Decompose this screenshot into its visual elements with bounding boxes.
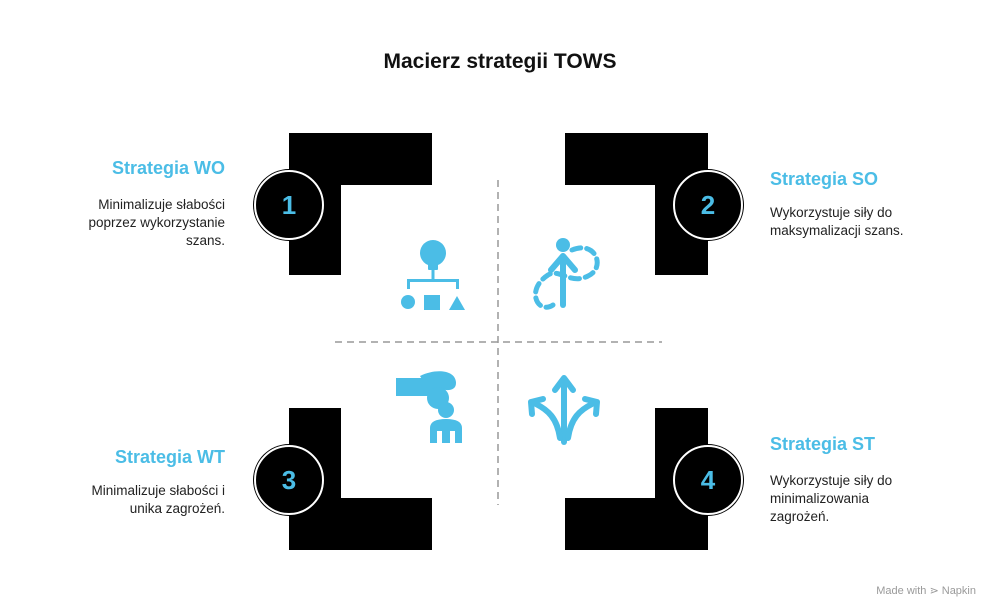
heading-st: Strategia ST [770, 434, 876, 454]
footer-brand: Napkin [941, 585, 976, 597]
hierarchy-shapes-icon [401, 240, 465, 310]
badge-4: 4 [673, 445, 743, 515]
bracket-wt [289, 408, 432, 550]
footer-credit: Made with ⋗ Napkin [876, 584, 976, 597]
bracket-so [565, 133, 708, 275]
diverging-arrows-icon [528, 375, 600, 445]
heading-wt: Strategia WT [114, 447, 225, 467]
bracket-st [565, 408, 708, 550]
badge-2: 2 [673, 170, 743, 240]
diagram-title: Macierz strategii TOWS [383, 50, 617, 73]
badge-3: 3 [254, 445, 324, 515]
description-so: Wykorzystuje siły do maksymalizacji szan… [770, 205, 904, 238]
heading-so: Strategia SO [770, 169, 879, 189]
growth-arrow-icon [533, 238, 600, 310]
description-wo: Minimalizuje słabości poprzez wykorzysta… [88, 197, 225, 248]
badge-1: 1 [254, 170, 324, 240]
heading-wo: Strategia WO [111, 158, 225, 178]
bracket-wo [289, 133, 432, 275]
description-st: Wykorzystuje siły do minimalizowania zag… [770, 473, 893, 524]
hand-person-icon [396, 371, 462, 443]
description-wt: Minimalizuje słabości i unika zagrożeń. [91, 483, 225, 516]
footer-made-with: Made with [876, 585, 927, 597]
napkin-logo-icon: ⋗ [929, 585, 939, 597]
